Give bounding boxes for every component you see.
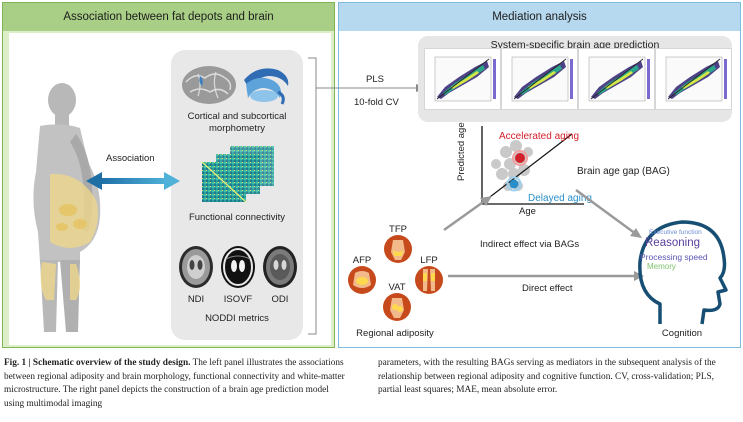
predicted-age-axis-label: Predicted age	[456, 122, 467, 181]
cortical-label-line1: Cortical and subcortical	[187, 111, 287, 122]
accelerated-aging-label: Accelerated aging	[499, 131, 580, 142]
pls-label: PLS	[366, 74, 384, 85]
ndi-label: NDI	[187, 294, 205, 305]
memory-label: Memory	[647, 262, 676, 271]
vat-label: VAT	[388, 282, 406, 293]
scatter-plot-icon	[511, 56, 573, 102]
isovf-label: ISOVF	[223, 294, 253, 305]
cortical-brain-icon	[182, 66, 236, 104]
right-panel-title: Mediation analysis	[339, 3, 740, 31]
age-axis-label: Age	[519, 206, 536, 217]
direct-effect-label: Direct effect	[522, 283, 573, 294]
brain-age-plot-2	[501, 48, 578, 110]
caption-bold-title: Schematic overview of the study design.	[32, 358, 191, 368]
figure-caption-col2: parameters, with the resulting BAGs serv…	[378, 357, 738, 398]
afp-label: AFP	[352, 255, 372, 266]
isovf-brain-icon	[221, 246, 255, 288]
odi-label: ODI	[271, 294, 289, 305]
ndi-brain-icon	[179, 246, 213, 288]
tfp-label: TFP	[389, 224, 407, 235]
regional-adiposity-label: Regional adiposity	[356, 328, 434, 339]
odi-brain-icon	[263, 246, 297, 288]
brain-age-plot-4	[655, 48, 732, 110]
caption-col2-text: parameters, with the resulting BAGs serv…	[378, 358, 716, 396]
cortical-label-line2: morphometry	[209, 123, 265, 134]
indirect-effect-label: Indirect effect via BAGs	[480, 239, 580, 250]
scatter-plot-icon	[665, 56, 727, 102]
head-profile-icon	[638, 220, 728, 325]
double-arrow-icon	[86, 172, 180, 190]
processing-speed-label: Processing speed	[640, 252, 708, 262]
mediation-arrows	[443, 188, 644, 281]
reasoning-label: Reasoning	[645, 237, 700, 249]
figure-caption-col1: Fig. 1 | Schematic overview of the study…	[4, 357, 350, 411]
caption-col1-text: The left panel illustrates the associati…	[4, 358, 345, 409]
subcortical-structure-icon	[244, 68, 289, 105]
brain-age-plot-3	[578, 48, 655, 110]
lfp-label: LFP	[420, 255, 438, 266]
body-silhouette-icon	[33, 83, 101, 332]
connectivity-matrix-icon	[201, 146, 274, 203]
brain-age-gap-diagram	[481, 126, 584, 205]
executive-function-label: Executive function	[649, 229, 702, 236]
association-label: Association	[106, 153, 155, 164]
functional-connectivity-label: Functional connectivity	[188, 212, 286, 223]
left-panel-title: Association between fat depots and brain	[3, 3, 334, 31]
scatter-plot-icon	[434, 56, 496, 102]
brain-age-gap-label: Brain age gap (BAG)	[577, 166, 670, 177]
cv-label: 10-fold CV	[354, 97, 399, 108]
figure-label: Fig. 1 |	[4, 358, 31, 368]
scatter-plot-icon	[588, 56, 650, 102]
vat-icon	[383, 293, 411, 321]
delayed-aging-label: Delayed aging	[528, 193, 592, 204]
cognition-label: Cognition	[661, 328, 703, 339]
noddi-metrics-label: NODDI metrics	[205, 313, 269, 324]
lfp-icon	[415, 266, 443, 294]
afp-icon	[348, 266, 376, 294]
tfp-icon	[384, 235, 412, 263]
brain-age-plot-1	[424, 48, 501, 110]
